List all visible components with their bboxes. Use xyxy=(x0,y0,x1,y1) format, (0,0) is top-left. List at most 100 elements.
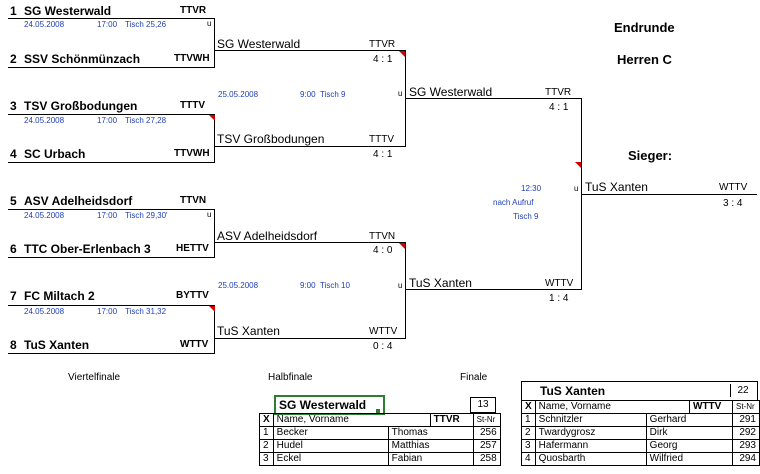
qf-seed: 3 xyxy=(10,99,17,113)
bracket-line xyxy=(405,98,582,99)
player-st-nr: 257 xyxy=(472,439,501,453)
round-label-quarterfinal: Viertelfinale xyxy=(68,372,121,383)
sf-score: 4 : 1 xyxy=(373,54,393,65)
red-corner-marker xyxy=(209,115,215,121)
qf-team-tv: TTVR xyxy=(180,5,207,16)
final-score: 4 : 1 xyxy=(549,102,569,113)
player-number: 3 xyxy=(521,439,536,453)
round-label-final: Finale xyxy=(460,372,488,383)
fill-handle[interactable] xyxy=(376,409,380,413)
bracket-line xyxy=(214,242,406,243)
table-row: 4 Quosbarth Wilfried 294 xyxy=(521,452,760,466)
table-row: 3 Hafermann Georg 293 xyxy=(521,439,760,453)
sf-team-tv: TTVR xyxy=(369,39,396,50)
u-marker: u xyxy=(574,184,579,193)
red-corner-marker xyxy=(399,243,405,249)
sf-team-name: TSV Großbodungen xyxy=(217,132,325,146)
sf-match-date: 25.05.2008 xyxy=(218,90,259,99)
qf-team-name: SG Westerwald xyxy=(24,4,112,18)
final-match-table: Tisch 9 xyxy=(513,212,539,221)
table-row: 1 Schnitzler Gerhard 291 xyxy=(521,413,760,427)
u-marker: u xyxy=(207,210,212,219)
sf-match-table: Tisch 10 xyxy=(320,281,350,290)
lineup-team-name-selected-cell[interactable]: SG Westerwald xyxy=(274,395,385,415)
qf-team-tv: TTVWH xyxy=(174,53,210,64)
winner-team-tv: WTTV xyxy=(719,182,748,193)
tv-header: TTVR xyxy=(430,413,474,427)
player-last-name: Hafermann xyxy=(534,439,647,453)
qf-match-table: Tisch 25,26 xyxy=(125,20,167,29)
sf-match-table: Tisch 9 xyxy=(320,90,346,99)
qf-seed: 7 xyxy=(10,289,17,303)
sf-score: 4 : 1 xyxy=(373,149,393,160)
bracket-line xyxy=(405,289,582,290)
qf-seed: 8 xyxy=(10,338,17,352)
player-first-name: Fabian xyxy=(387,452,474,466)
qf-team-name: SSV Schönmünzach xyxy=(24,52,141,66)
qf-team-tv: TTTV xyxy=(180,100,205,111)
player-number: 2 xyxy=(259,439,274,453)
bracket-line xyxy=(405,242,406,339)
bracket-line xyxy=(8,257,215,258)
qf-team-name: FC Miltach 2 xyxy=(24,289,95,303)
bracket-line xyxy=(214,209,215,258)
bracket-line xyxy=(214,18,215,68)
qf-team-name: TTC Ober-Erlenbach 3 xyxy=(24,242,151,256)
qf-match-time: 17:00 xyxy=(97,116,118,125)
player-last-name: Eckel xyxy=(272,452,389,466)
qf-seed: 5 xyxy=(10,194,17,208)
x-header: X xyxy=(521,400,536,414)
lineup-count: 22 xyxy=(730,384,755,397)
final-match-time: 12:30 xyxy=(521,184,542,193)
u-marker: u xyxy=(398,89,403,98)
name-header: Name, Vorname xyxy=(534,400,691,414)
bracket-line xyxy=(8,209,215,210)
round-title: Endrunde xyxy=(614,20,675,35)
sf-match-time: 9:00 xyxy=(300,281,316,290)
player-first-name: Gerhard xyxy=(645,413,734,427)
bracket-line xyxy=(214,305,215,354)
qf-team-tv: HETTV xyxy=(176,243,209,254)
lineup-table-right: X Name, Vorname WTTV St-Nr 1 Schnitzler … xyxy=(521,400,760,466)
qf-team-name: TuS Xanten xyxy=(24,338,90,352)
table-row: 3 Eckel Fabian 258 xyxy=(259,452,501,466)
sf-team-tv: WTTV xyxy=(369,326,398,337)
player-number: 4 xyxy=(521,452,536,466)
player-st-nr: 256 xyxy=(472,426,501,440)
winner-score: 3 : 4 xyxy=(723,198,743,209)
sf-team-name: SG Westerwald xyxy=(217,37,301,51)
u-marker: u xyxy=(398,281,403,290)
player-last-name: Twardygrosz xyxy=(534,426,647,440)
qf-match-table: Tisch 29,30' xyxy=(125,211,168,220)
name-header: Name, Vorname xyxy=(272,413,431,427)
qf-team-name: SC Urbach xyxy=(24,147,86,161)
bracket-line xyxy=(8,67,215,68)
sf-team-name: ASV Adelheidsdorf xyxy=(217,229,318,243)
qf-match-date: 24.05.2008 xyxy=(24,211,65,220)
sf-score: 0 : 4 xyxy=(373,341,393,352)
bracket-line xyxy=(8,18,215,19)
category-title: Herren C xyxy=(617,52,672,67)
qf-seed: 6 xyxy=(10,242,17,256)
lineup-count: 13 xyxy=(470,397,496,413)
player-last-name: Schnitzler xyxy=(534,413,647,427)
qf-team-tv: TTVN xyxy=(180,195,207,206)
final-score: 1 : 4 xyxy=(549,293,569,304)
round-label-semifinal: Halbfinale xyxy=(268,372,313,383)
qf-match-date: 24.05.2008 xyxy=(24,116,65,125)
sf-team-tv: TTTV xyxy=(369,134,394,145)
lineup-table-left: X Name, Vorname TTVR St-Nr 1 Becker Thom… xyxy=(259,413,501,466)
player-last-name: Hudel xyxy=(272,439,389,453)
final-match-call: nach Aufruf xyxy=(493,198,534,207)
qf-match-table: Tisch 27,28 xyxy=(125,116,167,125)
qf-match-time: 17:00 xyxy=(97,307,118,316)
qf-match-time: 17:00 xyxy=(97,211,118,220)
qf-seed: 1 xyxy=(10,4,17,18)
qf-seed: 4 xyxy=(10,147,17,161)
qf-match-date: 24.05.2008 xyxy=(24,20,65,29)
player-st-nr: 258 xyxy=(472,452,501,466)
qf-match-table: Tisch 31,32 xyxy=(125,307,167,316)
player-number: 2 xyxy=(521,426,536,440)
final-team-name: SG Westerwald xyxy=(409,85,493,99)
lineup-team-name: TuS Xanten xyxy=(540,384,606,398)
